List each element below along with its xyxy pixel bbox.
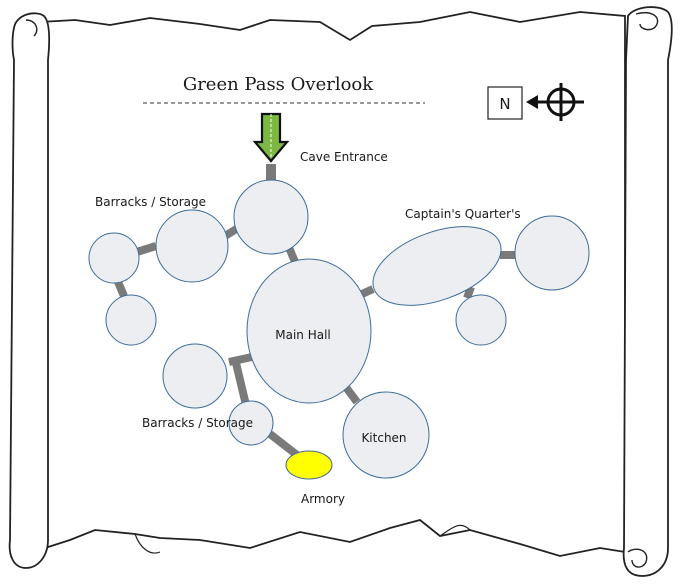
label-barracks-storage-lower: Barracks / Storage [142,416,253,430]
room-captains-quarters [372,226,502,306]
corridor-entrance [266,164,276,186]
down-arrow-icon [252,112,290,163]
room-kitchen [342,391,430,479]
room-captains-east [514,215,590,291]
room-cave-hub [233,179,309,255]
label-kitchen: Kitchen [361,431,406,445]
compass: N [487,83,584,121]
room-barracks-lower-a [162,343,228,409]
room-captains-south [455,294,507,346]
scroll-roll-right-curl [635,12,659,31]
compass-letter: N [499,95,510,113]
scroll-roll-right [622,6,673,577]
corridor-to-armory [267,430,300,459]
scroll-roll-left-curl [25,19,38,37]
corridor-west-down [232,362,250,406]
label-captains-quarters: Captain's Quarter's [405,207,521,221]
corridor-mainhall-captain [360,285,375,298]
parchment-bottom-tear [134,524,471,554]
room-barracks-upper-b [88,232,140,284]
label-barracks-storage-upper: Barracks / Storage [95,195,206,209]
label-main-hall: Main Hall [275,328,331,342]
corridor-barracks-south [114,280,128,298]
corridor-captain-south [463,285,475,300]
compass-arrow-head [526,95,538,109]
scroll-roll-right-bottom-curl [627,548,648,568]
room-main-hall [246,258,372,404]
label-armory: Armory [301,492,345,506]
rooms [88,179,590,480]
corridor-barracks-west [135,242,158,256]
corridor-mainhall-west [228,353,253,366]
room-barracks-upper-a [155,209,229,283]
room-armory [285,450,333,480]
map-title: Green Pass Overlook [183,74,374,95]
corridor-mainhall-kitchen [341,383,361,405]
compass-box [487,86,523,120]
label-cave-entrance: Cave Entrance [300,150,388,164]
room-barracks-lower-b [228,400,274,446]
map-labels: Cave Entrance Barracks / Storage Captain… [95,150,521,506]
room-barracks-upper-c [105,294,157,346]
entrance-arrow [252,112,290,163]
scroll-roll-left [8,12,51,569]
